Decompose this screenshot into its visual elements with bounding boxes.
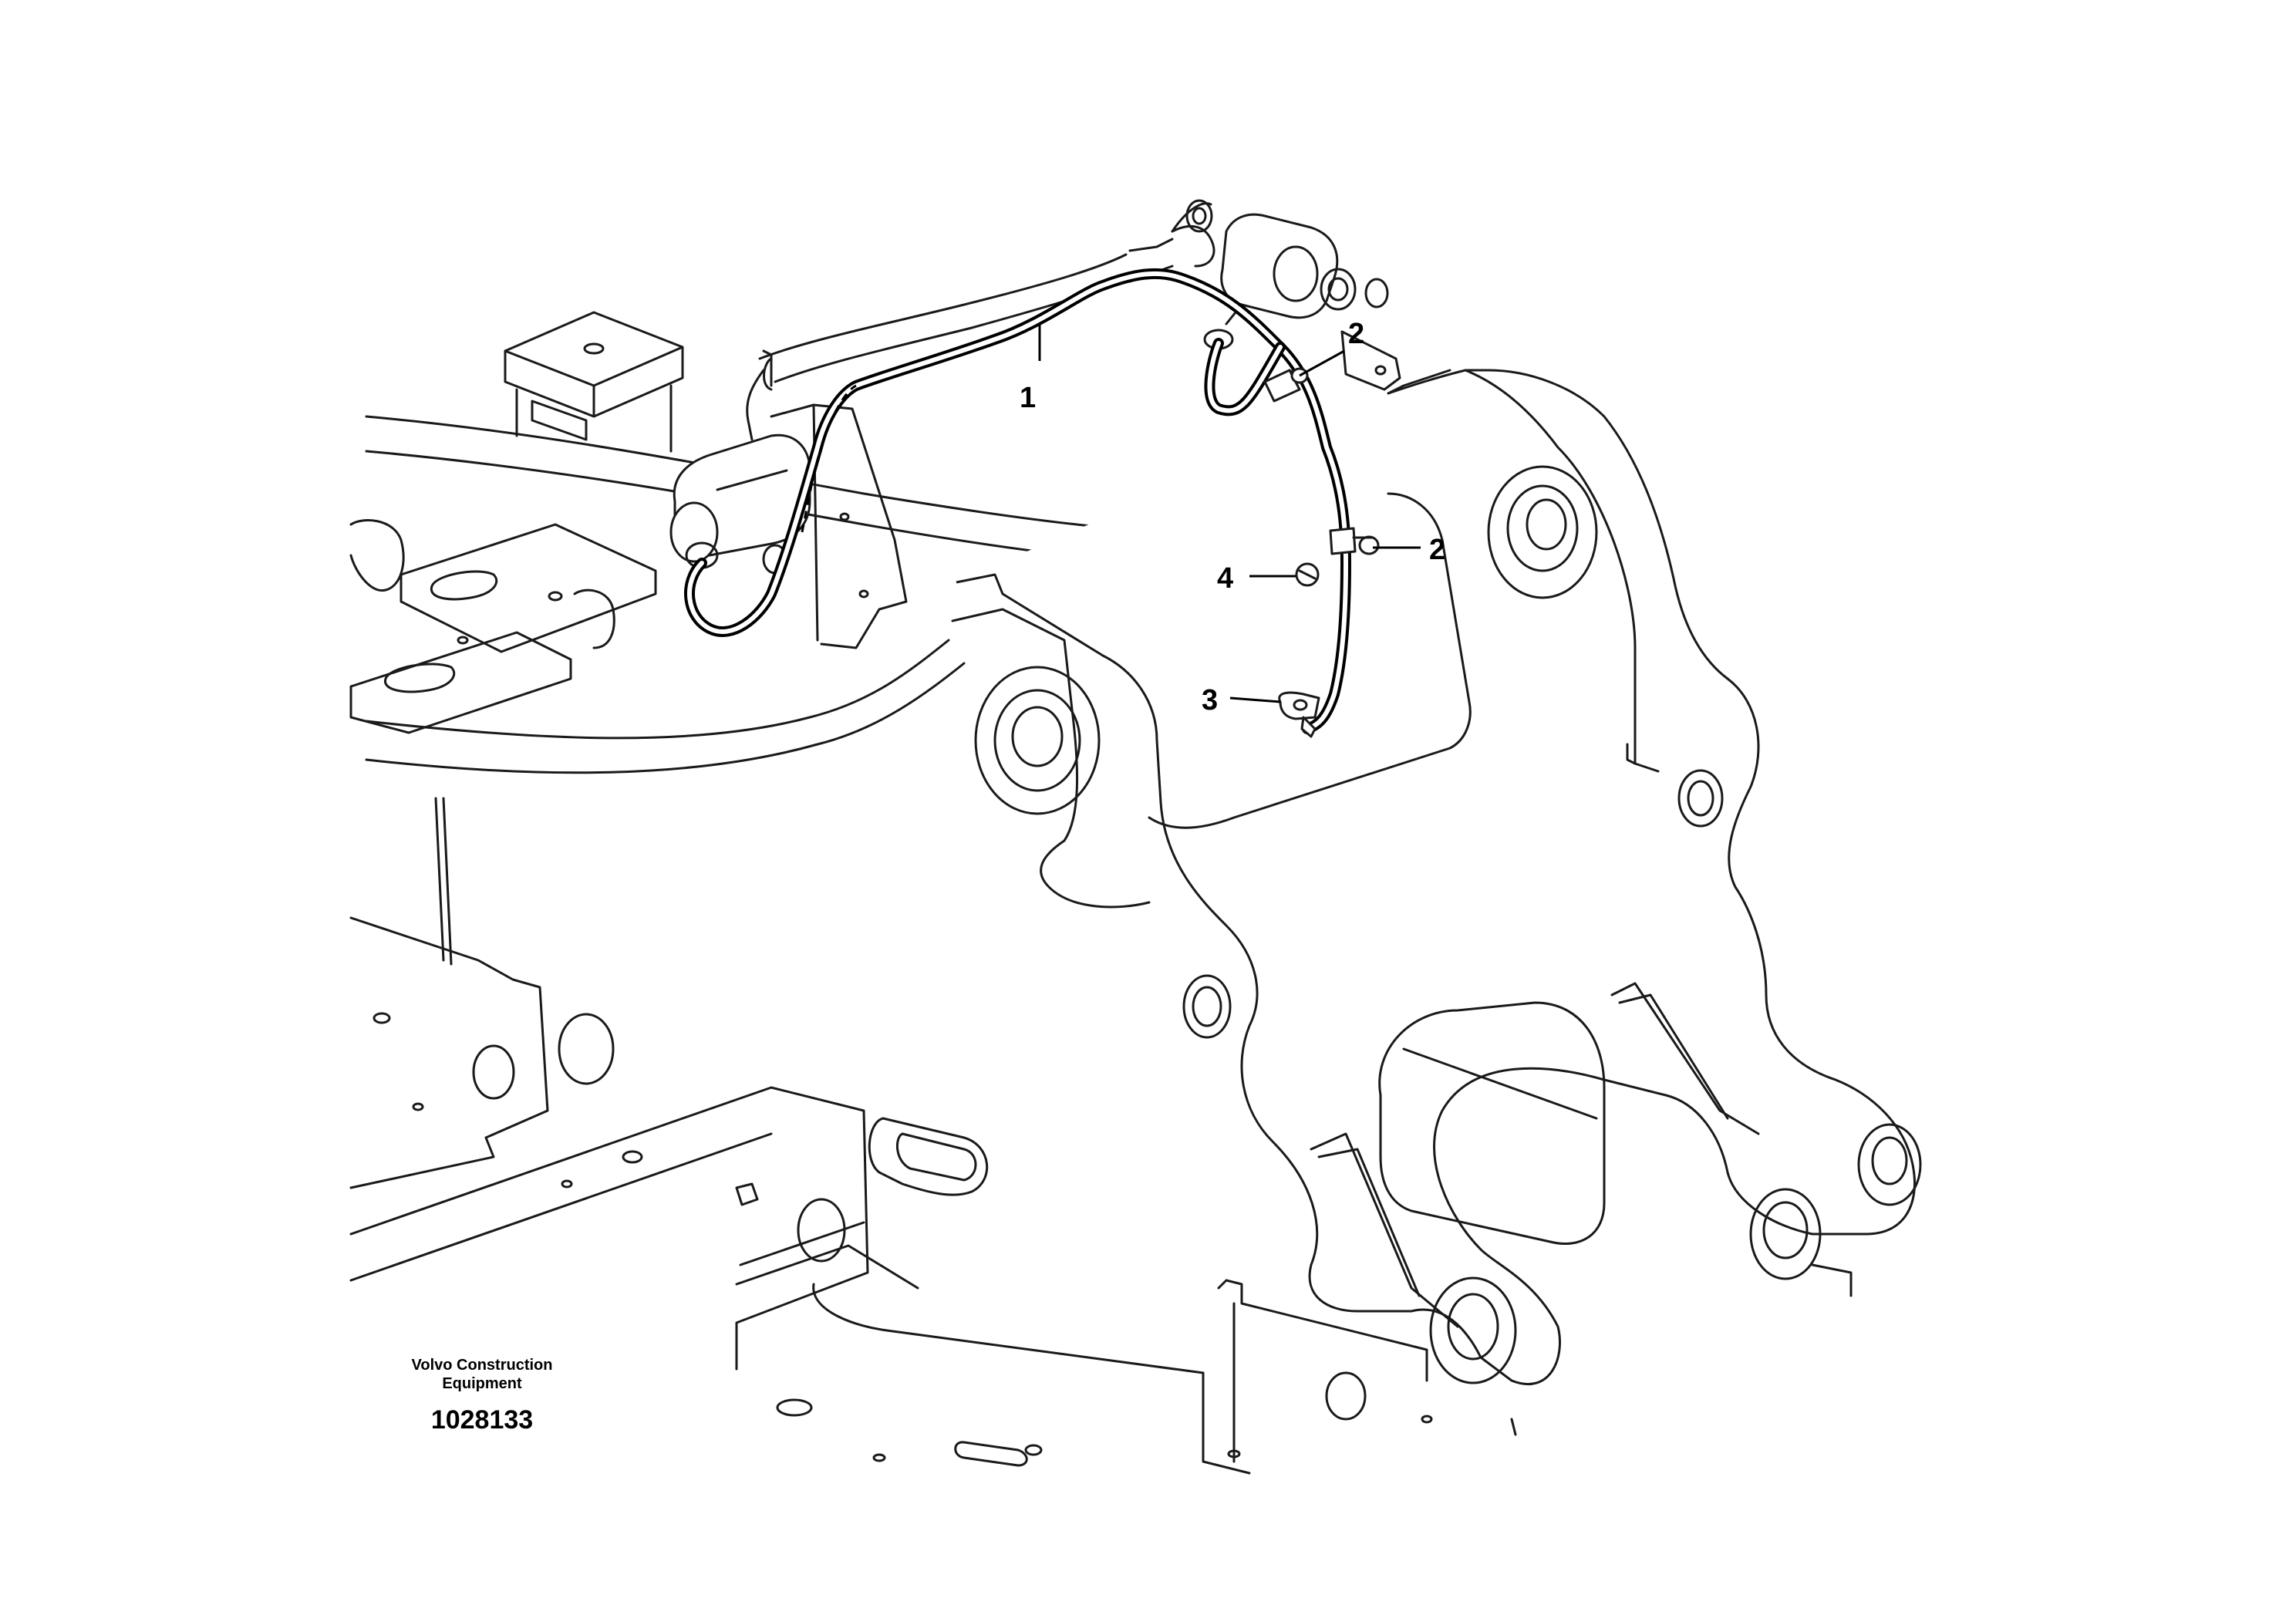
- brand-line1: Volvo Construction: [411, 1357, 553, 1374]
- callout-2-upper: 2: [1299, 318, 1364, 377]
- brand-line2: Equipment: [442, 1375, 522, 1392]
- cable-lug-part: [1278, 691, 1320, 738]
- svg-text:3: 3: [1202, 684, 1218, 717]
- callout-4: 4: [1217, 562, 1296, 595]
- pivot-bracket: [951, 369, 1922, 1436]
- callout-3: 3: [1202, 684, 1281, 717]
- rear-frame: [349, 797, 1433, 1475]
- figure-number: 1028133: [430, 1405, 534, 1435]
- svg-text:1: 1: [1020, 382, 1036, 414]
- hydraulic-hose: [669, 199, 1401, 575]
- svg-text:2: 2: [1429, 534, 1445, 566]
- screw-part: [1295, 562, 1320, 587]
- callout-2-lower: 2: [1373, 534, 1445, 566]
- svg-text:4: 4: [1217, 562, 1233, 595]
- upper-frame: [349, 311, 1444, 774]
- brand-block: Volvo Construction Equipment 1028133: [378, 1356, 586, 1435]
- callout-1: 1: [1020, 324, 1041, 414]
- clamp-lower-part: [1329, 527, 1380, 555]
- svg-text:2: 2: [1348, 318, 1364, 350]
